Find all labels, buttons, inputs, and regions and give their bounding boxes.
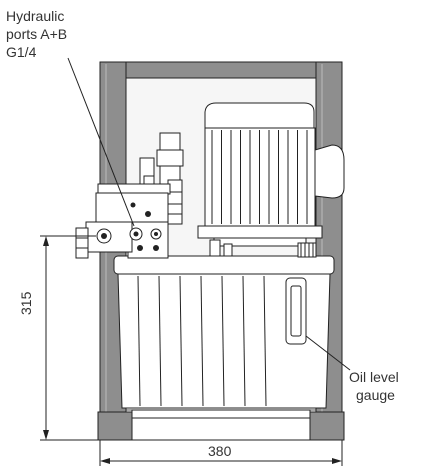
oil-tank (113, 239, 335, 409)
frame-foot-right (309, 411, 345, 441)
ports-label-line1: Hydraulic (6, 8, 65, 24)
tank-rib (221, 275, 225, 407)
filler-cap (297, 242, 317, 258)
base-plate (131, 409, 311, 419)
tank-rib (200, 275, 204, 407)
callout-leaders (67, 57, 351, 371)
dimension-lines (40, 235, 343, 466)
ports-label-line2: ports A+B (6, 26, 68, 42)
tank-rib (263, 275, 267, 407)
gauge-label-line1: Oil level (349, 369, 399, 385)
width-dimension-label: 380 (208, 443, 232, 459)
tank-lid (113, 255, 335, 275)
tank-rib (179, 275, 183, 407)
ports-leader-line (67, 57, 135, 227)
tank-body (117, 273, 331, 409)
frame-foot-left (97, 411, 133, 441)
electric-motor (197, 102, 345, 247)
ports-label-line3: G1/4 (6, 44, 37, 60)
motor-flange (197, 225, 323, 239)
gauge-leader-line (305, 335, 351, 371)
tank-rib (137, 275, 141, 407)
terminal-box (314, 144, 345, 199)
tank-rib (158, 275, 162, 407)
frame-top-bar (125, 61, 317, 79)
gauge-label-line2: gauge (356, 387, 395, 403)
tank-rib (242, 275, 246, 407)
height-dimension-label: 315 (18, 291, 34, 315)
